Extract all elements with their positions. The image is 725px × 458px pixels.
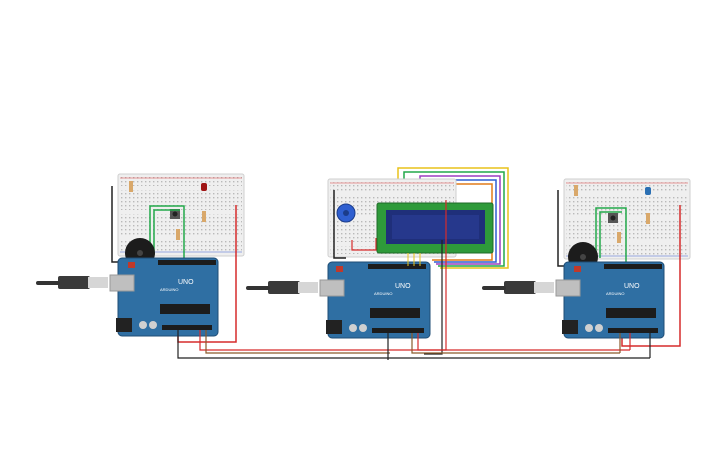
center-lcd[interactable] — [376, 202, 494, 254]
left-resistor-2[interactable] — [202, 211, 206, 222]
center-board-label: UNO — [395, 283, 411, 290]
right-resistor[interactable] — [574, 185, 578, 196]
right-resistor-3[interactable] — [617, 232, 621, 243]
left-usb-cable[interactable] — [36, 276, 108, 289]
center-arduino-board[interactable]: UNO ARDUINO — [319, 261, 431, 339]
center-brand-label: ARDUINO — [374, 291, 392, 296]
left-resistor-3[interactable] — [176, 229, 180, 240]
left-board-label: UNO — [178, 279, 194, 286]
left-led[interactable] — [201, 183, 207, 191]
right-brand-label: ARDUINO — [606, 291, 624, 296]
center-potentiometer[interactable] — [336, 203, 356, 223]
center-assembly[interactable]: UNO ARDUINO — [246, 167, 630, 360]
right-led[interactable] — [645, 187, 651, 195]
right-board-label: UNO — [624, 283, 640, 290]
left-assembly[interactable]: UNO ARDUINO — [36, 173, 650, 359]
right-usb-cable[interactable] — [482, 281, 554, 294]
right-arduino-board[interactable]: UNO ARDUINO — [555, 261, 665, 339]
left-resistor[interactable] — [129, 181, 133, 192]
left-brand-label: ARDUINO — [160, 287, 178, 292]
right-resistor-2[interactable] — [646, 213, 650, 224]
center-usb-cable[interactable] — [246, 281, 318, 294]
left-arduino-board[interactable]: UNO ARDUINO — [109, 257, 219, 337]
right-assembly[interactable]: UNO ARDUINO — [482, 178, 691, 358]
